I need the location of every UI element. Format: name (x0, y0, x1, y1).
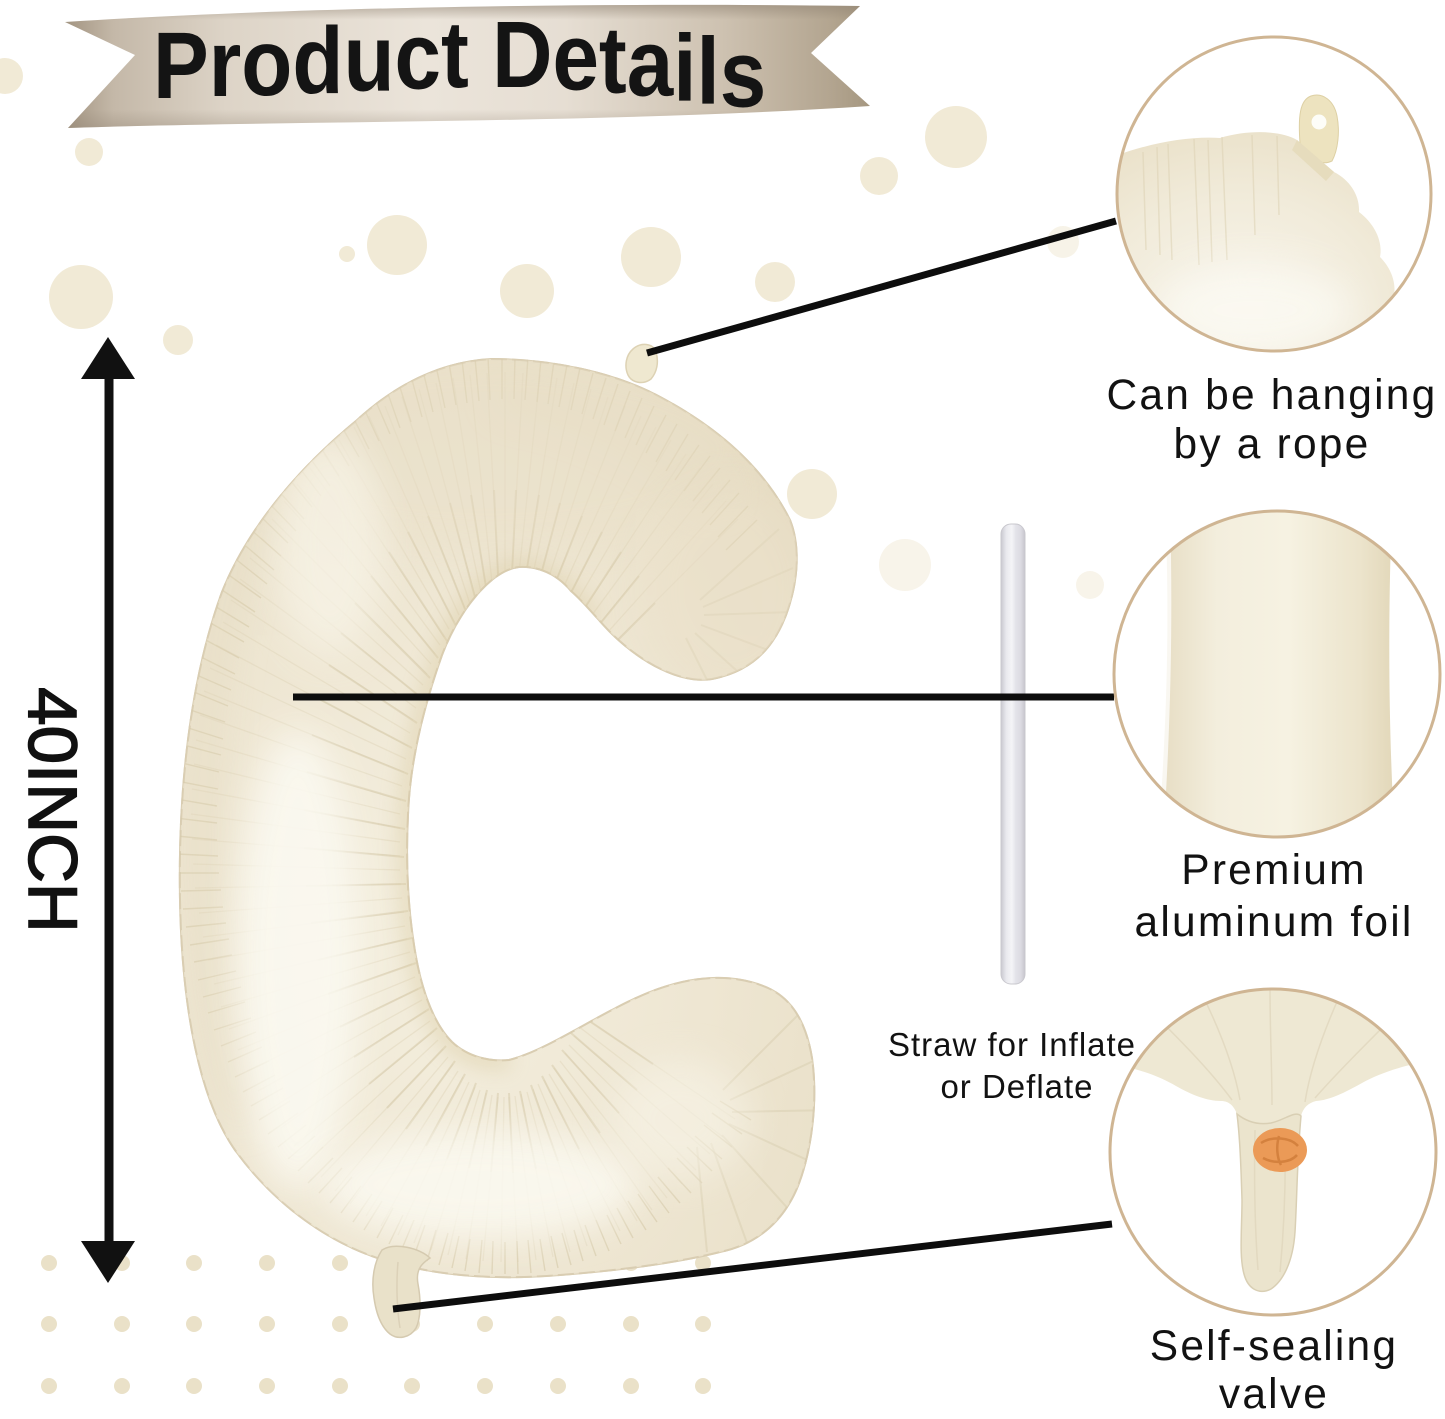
svg-text:by a rope: by a rope (1173, 421, 1370, 468)
svg-text:aluminum foil: aluminum foil (1135, 899, 1414, 946)
svg-text:Premium: Premium (1181, 847, 1366, 894)
svg-text:Straw for Inflate: Straw for Inflate (888, 1026, 1136, 1063)
svg-text:valve: valve (1219, 1371, 1329, 1418)
svg-text:Product Details: Product Details (153, 1, 766, 127)
svg-text:40INCH: 40INCH (14, 687, 91, 932)
svg-text:or Deflate: or Deflate (940, 1068, 1093, 1105)
svg-text:Self-sealing: Self-sealing (1150, 1323, 1398, 1370)
svg-text:Can be hanging: Can be hanging (1107, 372, 1438, 419)
